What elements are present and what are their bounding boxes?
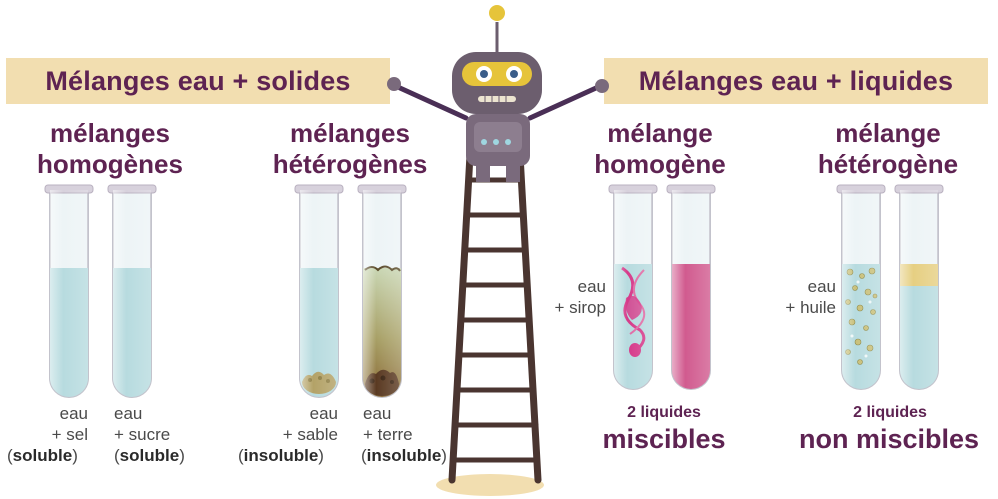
heading-homogeneous-liquid: mélange homogène [594, 118, 726, 179]
label-soil: eau + terre [363, 404, 413, 444]
label-sand: eau + sable [282, 404, 338, 444]
label-sugar: eau + sucre [114, 404, 171, 444]
test-tube-syrup [608, 184, 658, 390]
label-oil: eau + huile [785, 277, 836, 317]
label-soil-solubility: (insoluble) [361, 446, 447, 465]
banner-water-liquids: Mélanges eau + liquides [604, 58, 988, 104]
miscible-subtitle: 2 liquides [627, 404, 701, 421]
ladder [448, 151, 542, 484]
test-tube-salt [44, 184, 94, 398]
test-tube-sand [294, 184, 344, 398]
label-sand-solubility: (insoluble) [238, 446, 324, 465]
banner-water-solids: Mélanges eau + solides [6, 58, 390, 104]
non-miscible-subtitle: 2 liquides [853, 404, 927, 421]
non-miscible-title: non miscibles [798, 424, 980, 454]
robot-mascot [387, 5, 609, 182]
heading-heterogeneous-liquid: mélange hétérogène [817, 118, 959, 179]
test-tube-soil [357, 184, 407, 398]
heading-heterogeneous-solids: mélanges hétérogènes [272, 118, 428, 179]
miscible-title: miscibles [602, 424, 726, 454]
antenna-bulb-icon [489, 5, 505, 21]
robot-shadow [436, 474, 544, 496]
label-syrup: eau + sirop [554, 277, 607, 317]
test-tube-oil-layered [894, 184, 944, 390]
heading-homogeneous-solids: mélanges homogènes [37, 118, 183, 179]
test-tube-sugar [107, 184, 157, 398]
test-tube-oil-dispersed [836, 184, 886, 390]
label-sugar-solubility: (soluble) [114, 446, 185, 465]
test-tube-pink [666, 184, 716, 390]
label-salt-solubility: (soluble) [7, 446, 78, 465]
label-salt: eau + sel [51, 404, 88, 444]
